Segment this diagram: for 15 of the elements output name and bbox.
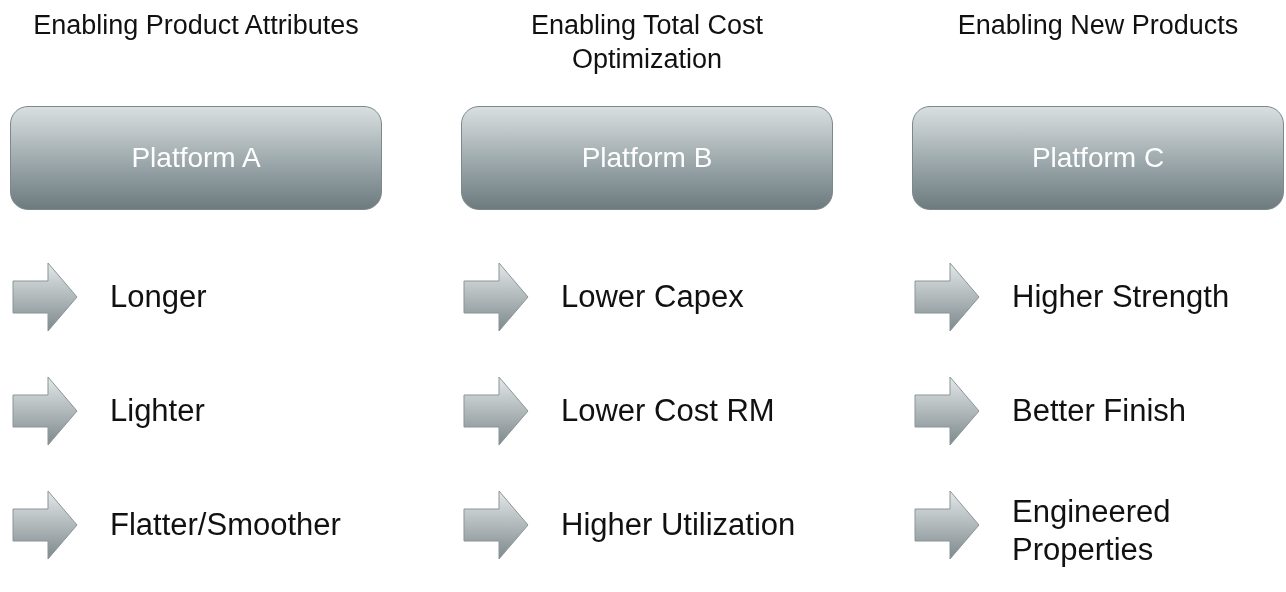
- column-heading: Enabling New Products: [956, 9, 1240, 42]
- benefit-text: Longer: [110, 278, 208, 316]
- benefit-text: Lower Capex: [561, 278, 745, 316]
- benefit-text: Higher Utilization: [561, 506, 797, 544]
- platform-box: Platform A: [10, 106, 382, 210]
- benefit-text: Flatter/Smoother: [110, 506, 342, 544]
- benefit-text: Engineered Properties: [1012, 493, 1172, 569]
- column-heading: Enabling Total Cost Optimization: [529, 9, 765, 76]
- platform-box: Platform B: [461, 106, 833, 210]
- benefit-text: Lower Cost RM: [561, 392, 776, 430]
- column-heading: Enabling Product Attributes: [32, 9, 360, 42]
- benefit-text: Higher Strength: [1012, 278, 1231, 316]
- benefit-text: Lighter: [110, 392, 206, 430]
- benefit-text: Better Finish: [1012, 392, 1187, 430]
- platform-box: Platform C: [912, 106, 1284, 210]
